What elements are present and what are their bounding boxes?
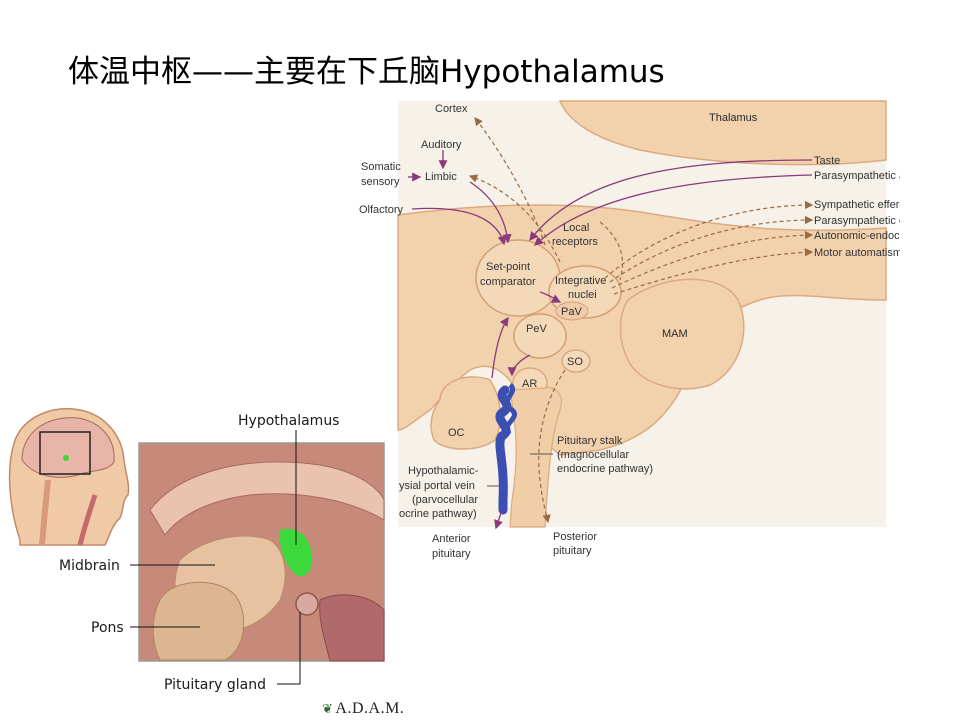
label-portal-3: (parvocellular [412, 494, 478, 506]
so-nucleus [561, 349, 591, 373]
thalamus-shape [558, 100, 887, 166]
label-thalamus: Thalamus [709, 112, 758, 124]
inset-lower-tissue [319, 594, 385, 662]
airway [77, 494, 98, 546]
label-somatic-1: Somatic [361, 161, 401, 173]
arrow-to-limbic [468, 174, 561, 263]
leader-pituitary [277, 612, 301, 685]
label-somatic-2: sensory [361, 176, 400, 188]
label-portal-2: ysial portal vein [399, 480, 475, 492]
arrow-pev-ar [507, 354, 531, 377]
thumbnail-hypothalamus-dot [63, 455, 69, 461]
zoom-box [39, 431, 91, 475]
label-para-afferents: Parasympathetic afferents [814, 170, 900, 182]
inset-hypothalamus [279, 528, 313, 577]
mammillary-body [619, 278, 745, 390]
arrow-local-receptors [599, 221, 624, 281]
arrow-oc-setpoint [491, 316, 509, 379]
pav-nucleus [555, 301, 589, 321]
label-limbic: Limbic [425, 171, 457, 183]
label-inset-hypothalamus: Hypothalamus [238, 413, 339, 429]
leaf-icon: ❦ [322, 701, 334, 716]
arrow-motor [613, 248, 814, 295]
label-anterior-2: pituitary [432, 548, 471, 560]
hypothalamus-diagram: Cortex Thalamus Auditory Somatic sensory… [359, 100, 900, 560]
arrow-setpoint-integrative [539, 291, 562, 303]
label-pituitary-gland: Pituitary gland [164, 677, 266, 693]
arrow-anterior-pituitary [494, 509, 503, 530]
arrow-parasym-afferent [534, 174, 813, 246]
label-motor: Motor automatisms [814, 247, 900, 259]
label-stalk-2: (magnocellular [557, 449, 629, 461]
label-integrative-2: nuclei [568, 289, 597, 301]
arrow-autonomic [611, 230, 814, 289]
arrow-olfactory-setpoint [411, 207, 507, 246]
label-pev: PeV [526, 323, 547, 335]
label-integrative-1: Integrative [555, 275, 606, 287]
label-mam: MAM [662, 328, 688, 340]
label-anterior-1: Anterior [432, 533, 471, 545]
label-taste: Taste [814, 155, 840, 167]
spinal-cord [39, 479, 51, 546]
adam-logo-text: A.D.A.M. [335, 700, 405, 717]
arrow-limbic-setpoint [469, 181, 512, 244]
pituitary-gland-shape [295, 592, 319, 616]
label-stalk-1: Pituitary stalk [557, 435, 623, 447]
label-local-1: Local [563, 222, 589, 234]
label-setpoint-2: comparator [480, 276, 536, 288]
head-thumbnail [8, 408, 130, 546]
optic-chiasm [430, 376, 502, 450]
arrow-posterior-pituitary [538, 369, 566, 524]
label-oc: OC [448, 427, 465, 439]
arrow-to-cortex [474, 117, 546, 246]
pituitary-stalk [509, 386, 562, 528]
brain-inset: Hypothalamus Midbrain Pons Pituitary gla… [59, 413, 385, 693]
slide-title: 体温中枢——主要在下丘脑Hypothalamus [68, 54, 665, 90]
pons-shape [152, 581, 245, 661]
label-ar: AR [522, 378, 537, 390]
arrow-parasym-efferent [609, 215, 814, 283]
pev-nucleus [513, 313, 567, 359]
label-olfactory: Olfactory [359, 204, 404, 216]
adam-logo: ❦A.D.A.M. [322, 700, 404, 718]
label-portal-4: ocrine pathway) [399, 508, 477, 520]
label-pons: Pons [91, 620, 124, 636]
label-portal-1: Hypothalamic- [408, 465, 479, 477]
label-so: SO [567, 356, 583, 368]
label-cortex: Cortex [435, 103, 468, 115]
label-posterior-2: pituitary [553, 545, 592, 557]
label-midbrain: Midbrain [59, 558, 120, 574]
arrow-taste-setpoint [529, 159, 813, 242]
corpus-callosum [149, 461, 385, 536]
portal-vein-loop [504, 382, 517, 437]
label-para-efferents: Parasympathetic efferents [814, 215, 900, 227]
label-stalk-3: endocrine pathway) [557, 463, 653, 475]
label-local-2: receptors [552, 236, 598, 248]
label-posterior-1: Posterior [553, 531, 597, 543]
arrow-sym-efferent [604, 200, 814, 279]
label-pav: PaV [561, 306, 582, 318]
label-setpoint-1: Set-point [486, 261, 530, 273]
label-autonomic: Autonomic-endocrine [814, 230, 900, 242]
label-auditory: Auditory [421, 139, 462, 151]
label-sym-efferents: Sympathetic efferents [814, 199, 900, 211]
